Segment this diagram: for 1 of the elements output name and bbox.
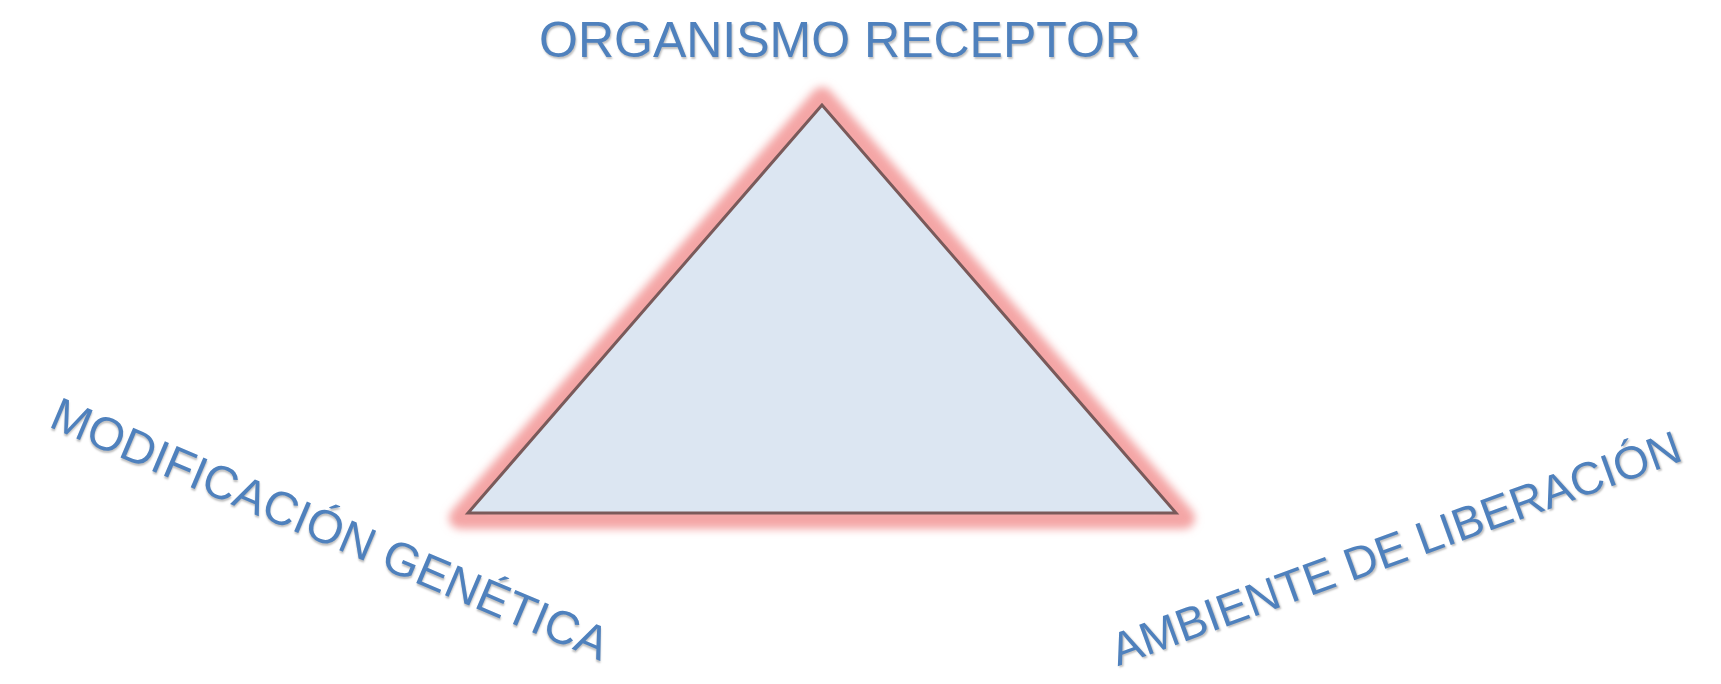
vertex-label: ORGANISMO RECEPTOR	[539, 11, 1141, 69]
